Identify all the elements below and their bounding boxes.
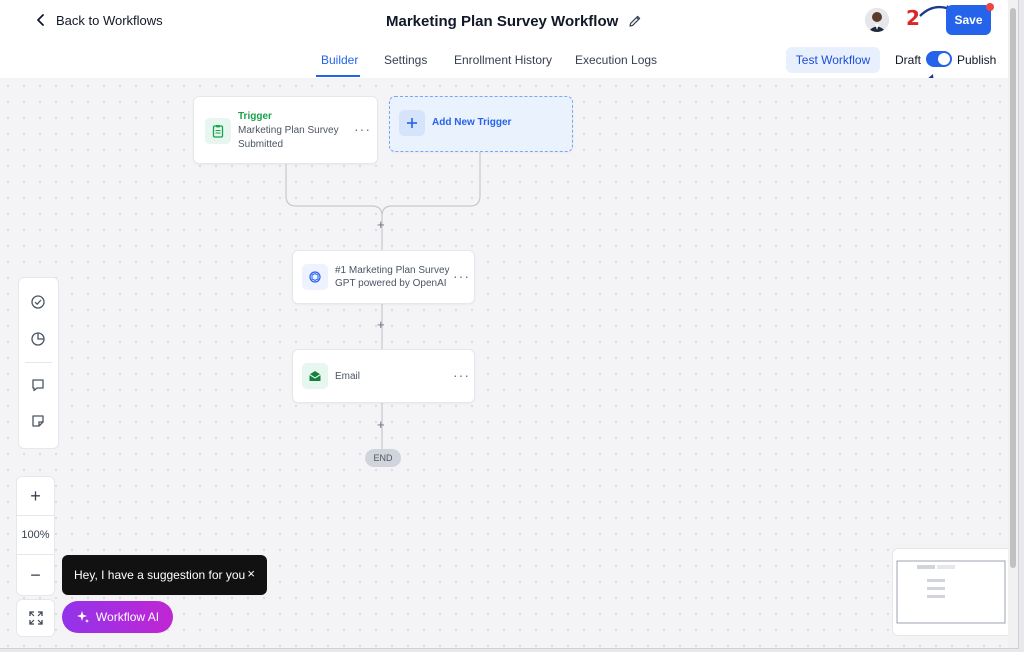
sidebar-divider: [25, 362, 52, 363]
gpt-line2: GPT powered by OpenAI: [335, 278, 447, 289]
draft-label: Draft: [895, 53, 922, 67]
add-new-trigger-card[interactable]: Add New Trigger: [389, 96, 573, 152]
gpt-line1: #1 Marketing Plan Survey: [335, 265, 450, 276]
add-new-trigger-label: Add New Trigger: [432, 117, 512, 128]
active-tab-indicator: [316, 75, 360, 77]
toggle-knob: [938, 53, 950, 65]
add-step-plus-3[interactable]: +: [377, 417, 385, 432]
minimap[interactable]: [892, 548, 1018, 636]
email-more-icon[interactable]: ···: [453, 367, 470, 383]
test-workflow-button[interactable]: Test Workflow: [786, 47, 880, 73]
tab-settings[interactable]: Settings: [384, 53, 428, 67]
back-label: Back to Workflows: [56, 12, 163, 28]
expand-icon: [28, 611, 43, 625]
suggestion-toast: Hey, I have a suggestion for you ×: [62, 555, 267, 595]
add-step-plus-2[interactable]: +: [377, 317, 385, 332]
end-badge: END: [365, 449, 401, 467]
tab-builder[interactable]: Builder: [321, 53, 359, 67]
trigger-more-icon[interactable]: ···: [354, 121, 371, 137]
pencil-icon[interactable]: [628, 14, 642, 28]
check-circle-icon[interactable]: [29, 293, 47, 311]
zoom-level: 100%: [17, 515, 54, 555]
email-label: Email: [335, 371, 361, 382]
tab-enrollment-history[interactable]: Enrollment History: [454, 53, 553, 67]
annotation-number-2: 2: [906, 6, 920, 30]
tab-execution-logs[interactable]: Execution Logs: [575, 53, 658, 67]
publish-label: Publish: [957, 53, 997, 67]
trigger-line2: Submitted: [238, 139, 284, 150]
openai-icon: [302, 264, 328, 290]
clipboard-icon: [205, 118, 231, 144]
sparkle-icon: [76, 611, 89, 623]
scrollbar-thumb[interactable]: [1010, 8, 1016, 568]
plus-icon: [399, 110, 425, 136]
gpt-node[interactable]: #1 Marketing Plan Survey GPT powered by …: [292, 250, 475, 304]
trigger-line1: Marketing Plan Survey: [238, 125, 339, 136]
toast-text: Hey, I have a suggestion for you: [74, 568, 246, 582]
chevron-left-icon: [37, 14, 44, 26]
connector-lines: [285, 151, 481, 449]
trigger-title: Trigger: [238, 111, 272, 122]
draft-publish-toggle[interactable]: [926, 51, 952, 67]
zoom-out-button[interactable]: −: [30, 564, 41, 585]
workflow-ai-label: Workflow AI: [95, 610, 160, 624]
workflow-canvas[interactable]: Trigger Marketing Plan Survey Submitted …: [0, 78, 1018, 648]
fit-view-button[interactable]: [16, 599, 55, 637]
gpt-more-icon[interactable]: ···: [453, 268, 470, 284]
pie-chart-icon[interactable]: [29, 330, 47, 348]
zoom-in-button[interactable]: +: [30, 485, 41, 506]
avatar[interactable]: [865, 8, 889, 32]
notification-dot: [986, 3, 994, 11]
email-node[interactable]: Email ···: [292, 349, 475, 403]
page-title: Marketing Plan Survey Workflow: [386, 12, 619, 30]
save-button[interactable]: Save: [946, 5, 991, 35]
zoom-controls: + 100% −: [16, 476, 55, 596]
comment-icon[interactable]: [29, 376, 47, 394]
email-icon: [302, 363, 328, 389]
minimap-preview: [896, 560, 1006, 624]
title-wrap: Marketing Plan Survey Workflow: [386, 10, 642, 32]
trigger-node[interactable]: Trigger Marketing Plan Survey Submitted …: [193, 96, 378, 164]
back-to-workflows-link[interactable]: Back to Workflows: [34, 10, 163, 30]
sticky-note-icon[interactable]: [29, 412, 47, 430]
add-step-plus-1[interactable]: +: [377, 217, 385, 232]
close-icon[interactable]: ×: [247, 566, 255, 581]
tool-sidebar: [18, 277, 59, 449]
top-bar: Back to Workflows Marketing Plan Survey …: [0, 0, 1018, 40]
workflow-ai-button[interactable]: Workflow AI: [62, 601, 173, 633]
scrollbar[interactable]: [1008, 0, 1018, 648]
user-avatar-icon: [865, 8, 889, 32]
